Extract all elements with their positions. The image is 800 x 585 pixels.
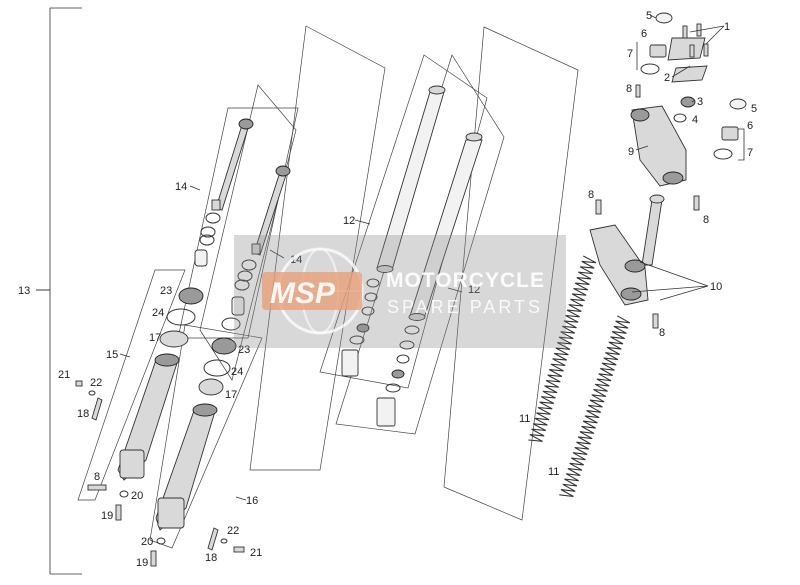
callout-19: 19 (136, 557, 148, 569)
bottom-hardware (75, 380, 245, 567)
center-ring-stack-left (341, 278, 380, 377)
callout-6: 6 (747, 120, 753, 132)
watermark: MSP MOTORCYCLE SPARE PARTS (234, 235, 566, 348)
callout-12: 12 (468, 284, 480, 296)
callout-23: 23 (160, 285, 172, 297)
assembly-bracket-13 (36, 7, 82, 575)
fork-slider-right (155, 403, 218, 531)
center-ring-stack-right (376, 325, 420, 427)
callout-19: 19 (101, 510, 113, 522)
callout-3: 3 (697, 96, 703, 108)
top-yoke (630, 84, 696, 187)
callout-24: 24 (152, 307, 164, 319)
callout-8: 8 (588, 189, 594, 201)
callout-5: 5 (646, 10, 652, 22)
callout-5: 5 (751, 103, 757, 115)
callout-7: 7 (747, 147, 753, 159)
callout-10: 10 (710, 281, 722, 293)
watermark-logo-text: MSP (270, 277, 336, 310)
callout-6: 6 (641, 28, 647, 40)
seal-stack-right (198, 259, 257, 396)
callout-11: 11 (519, 413, 530, 425)
callout-15: 15 (106, 349, 118, 361)
callout-7: 7 (627, 48, 633, 60)
fork-spring-right (559, 315, 631, 498)
callout-9: 9 (628, 146, 634, 158)
seal-stack-left (159, 212, 221, 348)
callout-8: 8 (703, 214, 709, 226)
fork-inner-tube-left (376, 85, 446, 273)
callout-23: 23 (238, 344, 250, 356)
callout-11: 11 (548, 466, 559, 478)
callout-16: 16 (246, 495, 258, 507)
callout-1: 1 (724, 21, 730, 33)
callout-labels: 1 2 3 4 5 5 6 6 7 7 8 8 8 8 8 9 10 11 11… (18, 10, 757, 569)
handlebar-clamp (667, 23, 709, 83)
callout-8: 8 (626, 83, 632, 95)
watermark-subtitle: SPARE PARTS (387, 297, 543, 317)
callout-17: 17 (225, 389, 237, 401)
damper-rod-right (251, 165, 291, 256)
callout-22: 22 (90, 377, 102, 389)
fork-inner-tube-right (408, 132, 483, 321)
callout-18: 18 (205, 552, 217, 564)
callout-leaders (36, 14, 746, 501)
callout-18: 18 (77, 408, 89, 420)
callout-12: 12 (343, 215, 355, 227)
callout-22: 22 (227, 525, 239, 537)
callout-13: 13 (18, 285, 30, 297)
callout-20: 20 (131, 490, 143, 502)
clamp-bushings-right (713, 98, 747, 160)
clamp-bushings-left (640, 12, 673, 75)
group-frames (77, 25, 579, 549)
callout-24: 24 (231, 366, 243, 378)
callout-17: 17 (149, 332, 161, 344)
msp-logo-badge (262, 272, 362, 310)
callout-2: 2 (664, 72, 670, 84)
callout-4: 4 (692, 114, 698, 126)
callout-21: 21 (58, 369, 70, 381)
damper-rod-left (211, 118, 254, 211)
watermark-title: MOTORCYCLE (386, 269, 545, 292)
steering-stem (589, 194, 700, 329)
fork-spring-left (528, 255, 597, 442)
callout-8: 8 (659, 327, 665, 339)
callout-14: 14 (175, 181, 187, 193)
callout-20: 20 (141, 536, 153, 548)
callout-21: 21 (250, 547, 262, 559)
callout-8: 8 (94, 471, 100, 483)
fork-slider-left (117, 353, 180, 481)
